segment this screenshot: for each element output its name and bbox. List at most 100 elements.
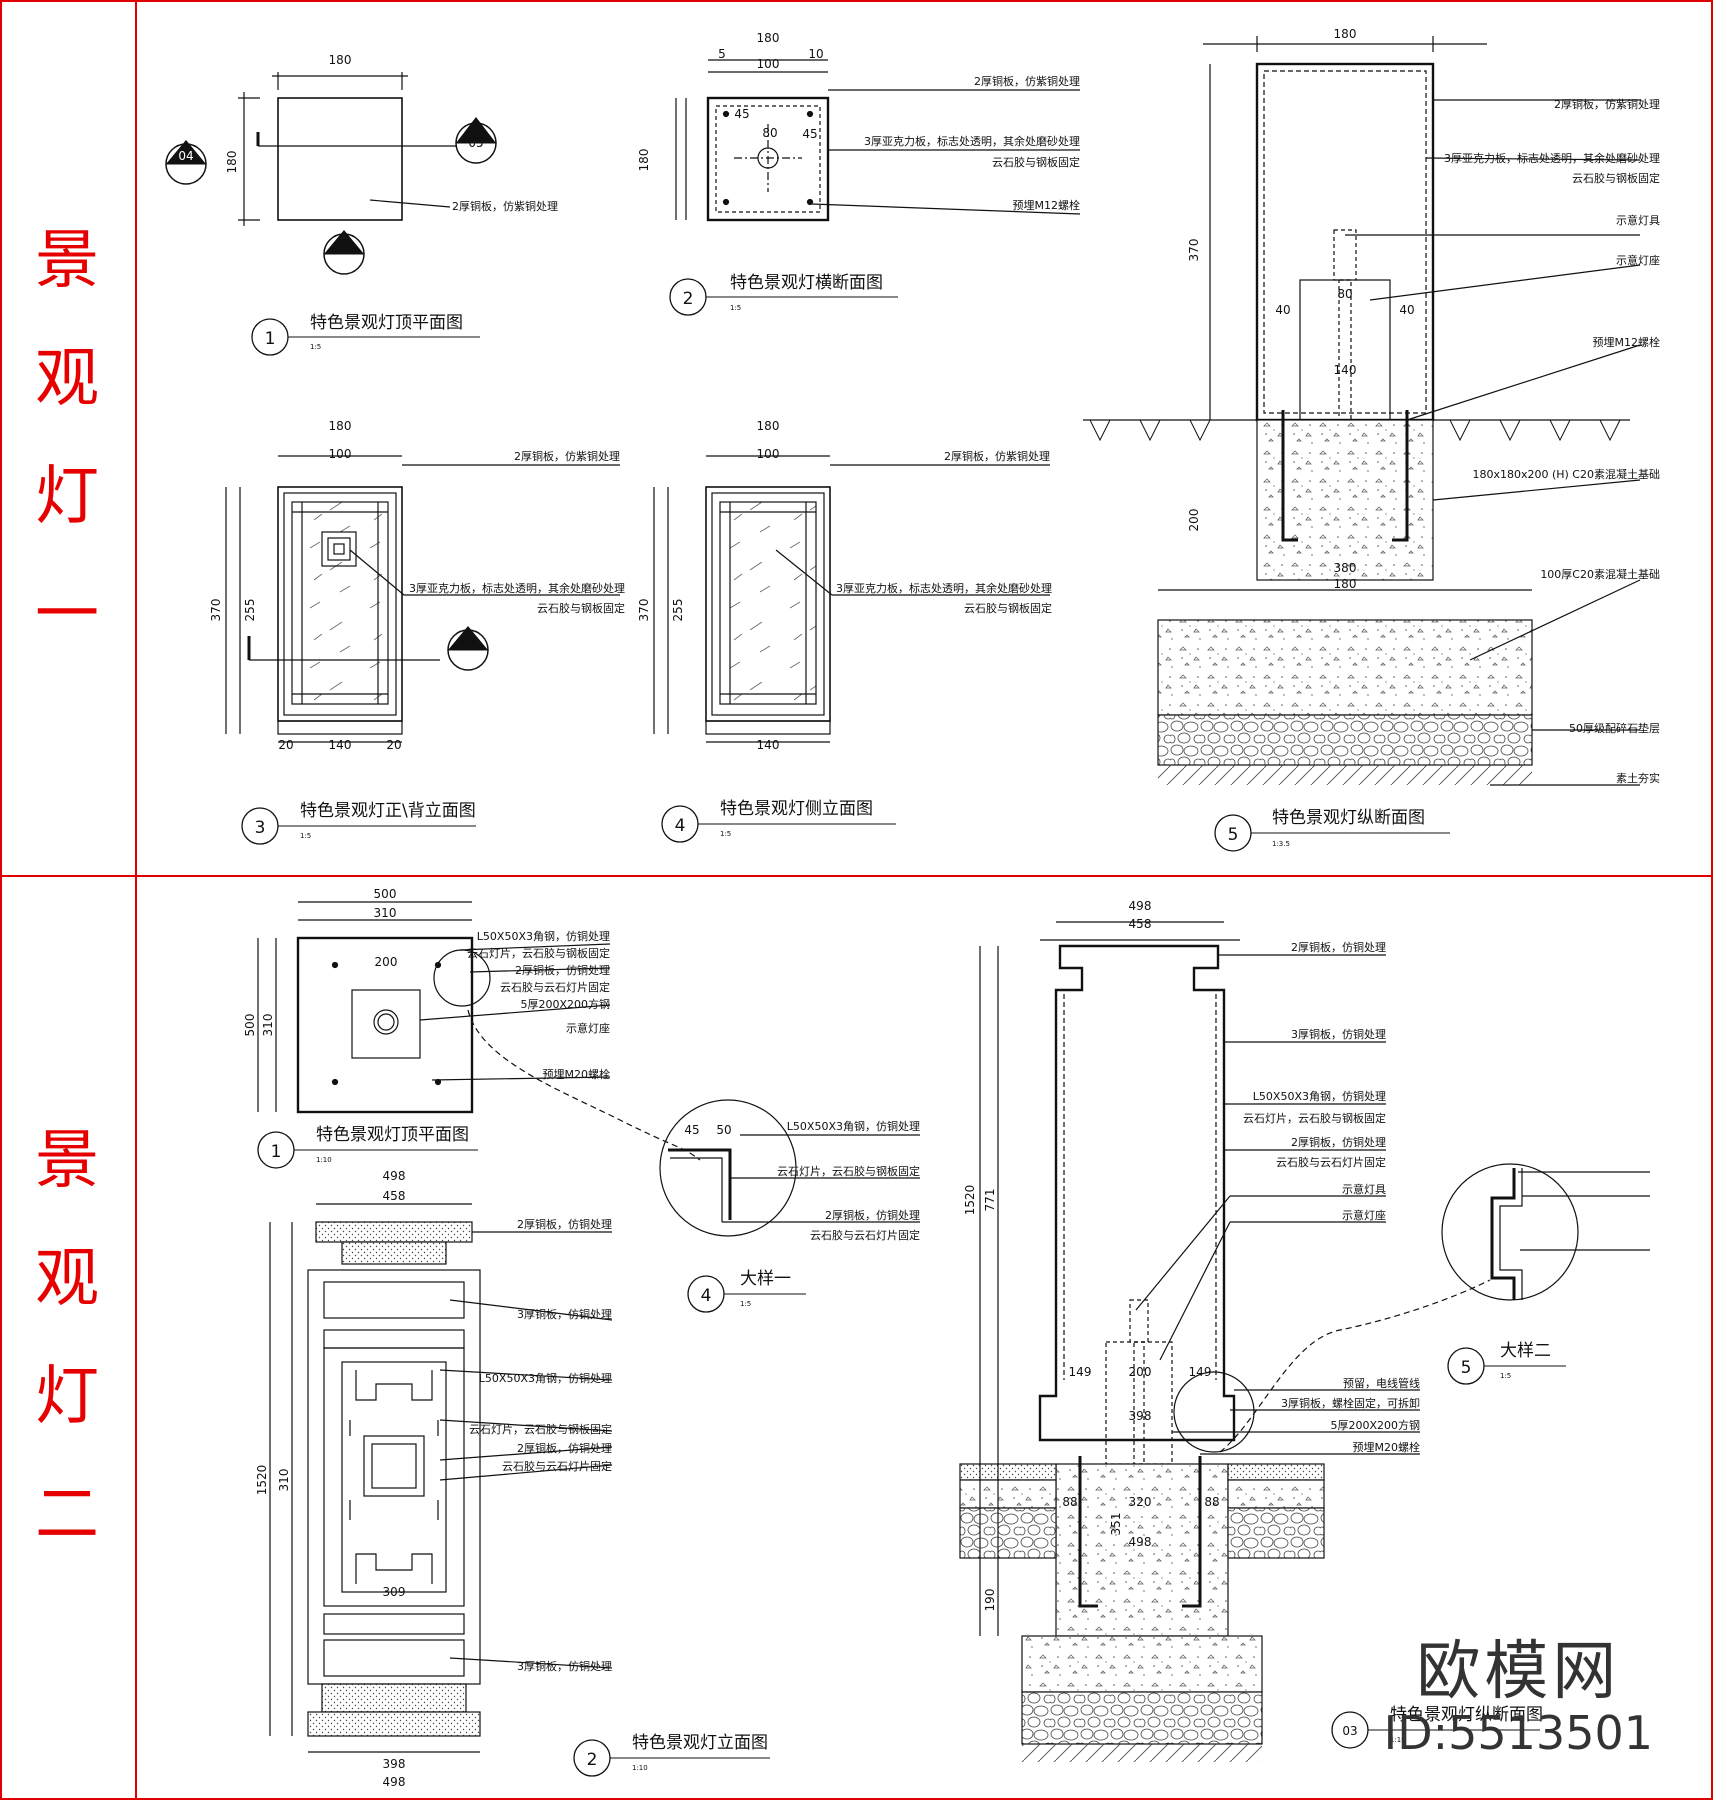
lamp2-v3-note-lampbase: 示意灯座: [1342, 1208, 1386, 1222]
lamp1-v2-note-glue: 云石胶与钢板固定: [992, 155, 1080, 169]
lamp2-v3-dim-149b: 149: [1189, 1365, 1212, 1379]
lamp1-v2-dim-height: 180: [637, 149, 651, 172]
lamp2-v3-note-angle: L50X50X3角钢，仿铜处理: [1253, 1089, 1386, 1103]
lamp2-v4-note-cloud: 云石灯片，云石胶与钢板固定: [777, 1164, 920, 1178]
lamp1-front-elevation: [225, 455, 620, 743]
lamp2-v3-scale: 1:10: [1390, 1736, 1406, 1744]
lamp1-v5-dim-370: 370: [1187, 239, 1201, 262]
lamp1-v3-number: 3: [255, 818, 266, 838]
lamp1-marker-02-label: 02: [460, 637, 475, 651]
lamp1-v3-note-copper: 2厚铜板，仿紫铜处理: [514, 449, 620, 463]
lamp1-marker-03-label: 03: [336, 241, 351, 255]
lamp2-v1-note-copper: 2厚铜板，仿铜处理: [515, 963, 610, 977]
lamp2-v2-dim-1520: 1520: [255, 1465, 269, 1496]
lamp2-v2-dim-398: 398: [383, 1757, 406, 1771]
lamp1-v2-note-copper: 2厚铜板，仿紫铜处理: [974, 74, 1080, 88]
lamp1-v2-title-block: [669, 278, 898, 316]
lamp2-v3-note-bolt: 预埋M20螺栓: [1353, 1440, 1421, 1454]
lamp1-v5-title-block: [1214, 814, 1450, 852]
lamp2-v5-scale: 1:5: [1500, 1372, 1511, 1380]
lamp1-v3-dim-140: 140: [329, 738, 352, 752]
lamp2-v2-dim-458: 458: [383, 1189, 406, 1203]
lamp2-v2-note-copper3b: 3厚铜板，仿铜处理: [517, 1659, 612, 1673]
lamp2-v3-dim-498: 498: [1129, 899, 1152, 913]
lamp2-detail-one: [659, 1099, 920, 1237]
lamp1-v2-scale: 1:5: [730, 304, 741, 312]
lamp2-v3-title: 特色景观灯纵断面图: [1390, 1705, 1543, 1725]
lamp2-v1-title: 特色景观灯顶平面图: [316, 1125, 469, 1145]
lamp2-v3-note-copper3b: 3厚铜板，螺栓固定，可拆卸: [1281, 1396, 1420, 1410]
lamp1-v3-dim-20b: 20: [386, 738, 401, 752]
lamp2-v4-title-block: [687, 1275, 806, 1313]
lamp2-v3-note-pipe: 预留，电线管线: [1343, 1376, 1420, 1390]
lamp2-v4-note-angle: L50X50X3角钢，仿铜处理: [787, 1119, 920, 1133]
lamp2-v1-note-angle: L50X50X3角钢，仿铜处理: [477, 929, 610, 943]
lamp1-v4-dim-140: 140: [757, 738, 780, 752]
lamp1-v3-scale: 1:5: [300, 832, 311, 840]
lamp2-v2-note-copper3: 3厚铜板，仿铜处理: [517, 1307, 612, 1321]
lamp2-v3-number: 03: [1342, 1724, 1357, 1738]
lamp2-v2-scale: 1:10: [632, 1764, 648, 1772]
lamp1-v2-dim-45a: 45: [734, 107, 749, 121]
lamp2-v2-title-block: [573, 1739, 770, 1777]
lamp1-v3-dim-370: 370: [209, 599, 223, 622]
lamp2-v3-dim-1520: 1520: [963, 1185, 977, 1216]
lamp1-v4-dim-100: 100: [757, 447, 780, 461]
lamp1-v4-note-copper: 2厚铜板，仿紫铜处理: [944, 449, 1050, 463]
lamp1-v4-dim-255: 255: [671, 599, 685, 622]
lamp1-v3-title-block: [241, 807, 476, 845]
lamp1-v5-dim-180b: 180: [1334, 577, 1357, 591]
lamp1-side-elevation: [653, 455, 1050, 743]
lamp1-v5-note-lamp: 示意灯具: [1616, 213, 1660, 227]
lamp2-v3-dim-190: 190: [983, 1589, 997, 1612]
lamp2-v3-dim-458: 458: [1129, 917, 1152, 931]
lamp2-v3-note-copper2b: 2厚铜板，仿铜处理: [1291, 1135, 1386, 1149]
lamp1-v3-dim-255: 255: [243, 599, 257, 622]
lamp2-long-section: [959, 921, 1491, 1762]
lamp1-v3-note-glue: 云石胶与钢板固定: [537, 601, 625, 615]
lamp1-section-marker-02: [447, 626, 489, 671]
lamp2-v4-dim-50: 50: [716, 1123, 731, 1137]
lamp2-v1-dim-200: 200: [375, 955, 398, 969]
lamp1-v5-title: 特色景观灯纵断面图: [1272, 808, 1425, 828]
lamp2-v2-note-glue: 云石胶与云石灯片固定: [502, 1459, 612, 1473]
lamp2-v3-note-lamp: 示意灯具: [1342, 1182, 1386, 1196]
lamp2-v4-dim-45: 45: [684, 1123, 699, 1137]
lamp1-v4-dim-370: 370: [637, 599, 651, 622]
section-label-lamp-two-char: 景: [35, 1124, 99, 1198]
lamp1-v5-dim-40b: 40: [1399, 303, 1414, 317]
lamp1-cross-section: [675, 59, 1081, 222]
lamp1-v5-scale: 1:3.5: [1272, 840, 1290, 848]
lamp1-v5-note-found2: 100厚C20素混凝土基础: [1540, 567, 1660, 581]
lamp2-v1-note-plate: 5厚200X200方钢: [520, 997, 610, 1011]
lamp1-v1-dim-height: 180: [225, 151, 239, 174]
lamp2-elevation: [269, 1203, 613, 1753]
section-label-lamp-one: 景 观 灯 一: [0, 0, 134, 876]
lamp2-v3-dim-351: 351: [1109, 1513, 1123, 1536]
lamp1-v3-title: 特色景观灯正\背立面图: [300, 801, 476, 821]
lamp2-v1-scale: 1:10: [316, 1156, 332, 1164]
lamp1-v4-scale: 1:5: [720, 830, 731, 838]
lamp1-marker-05-label: 05: [468, 136, 483, 150]
section-label-lamp-one-char: 一: [35, 578, 99, 652]
lamp1-v5-note-gravel: 50厚级配碎石垫层: [1569, 721, 1660, 735]
lamp1-v2-note-bolt: 预埋M12螺栓: [1013, 198, 1081, 212]
lamp2-detail-two: [1441, 1163, 1650, 1301]
lamp1-section-marker-04: [165, 140, 207, 185]
lamp2-v2-note-copper2b: 2厚铜板，仿铜处理: [517, 1441, 612, 1455]
lamp2-v1-dim-500v: 500: [243, 1014, 257, 1037]
lamp1-v1-title-block: [251, 318, 480, 356]
lamp2-v2-note-cloud: 云石灯片，云石胶与钢板固定: [469, 1422, 612, 1436]
lamp1-v5-note-lampbase: 示意灯座: [1616, 253, 1660, 267]
lamp1-v4-number: 4: [675, 816, 686, 836]
lamp1-section-marker-03: [323, 230, 365, 275]
lamp1-v2-number: 2: [683, 289, 694, 309]
section-label-lamp-two-char: 观: [35, 1242, 99, 1316]
lamp1-v5-number: 5: [1228, 825, 1239, 845]
lamp1-v5-dim-80: 80: [1337, 287, 1352, 301]
lamp1-v5-note-acrylic: 3厚亚克力板，标志处透明，其余处磨砂处理: [1444, 151, 1660, 165]
lamp2-v1-dim-310v: 310: [261, 1014, 275, 1037]
lamp1-v2-note-acrylic: 3厚亚克力板，标志处透明，其余处磨砂处理: [864, 134, 1080, 148]
watermark-brand: 欧模网: [1416, 1635, 1621, 1709]
